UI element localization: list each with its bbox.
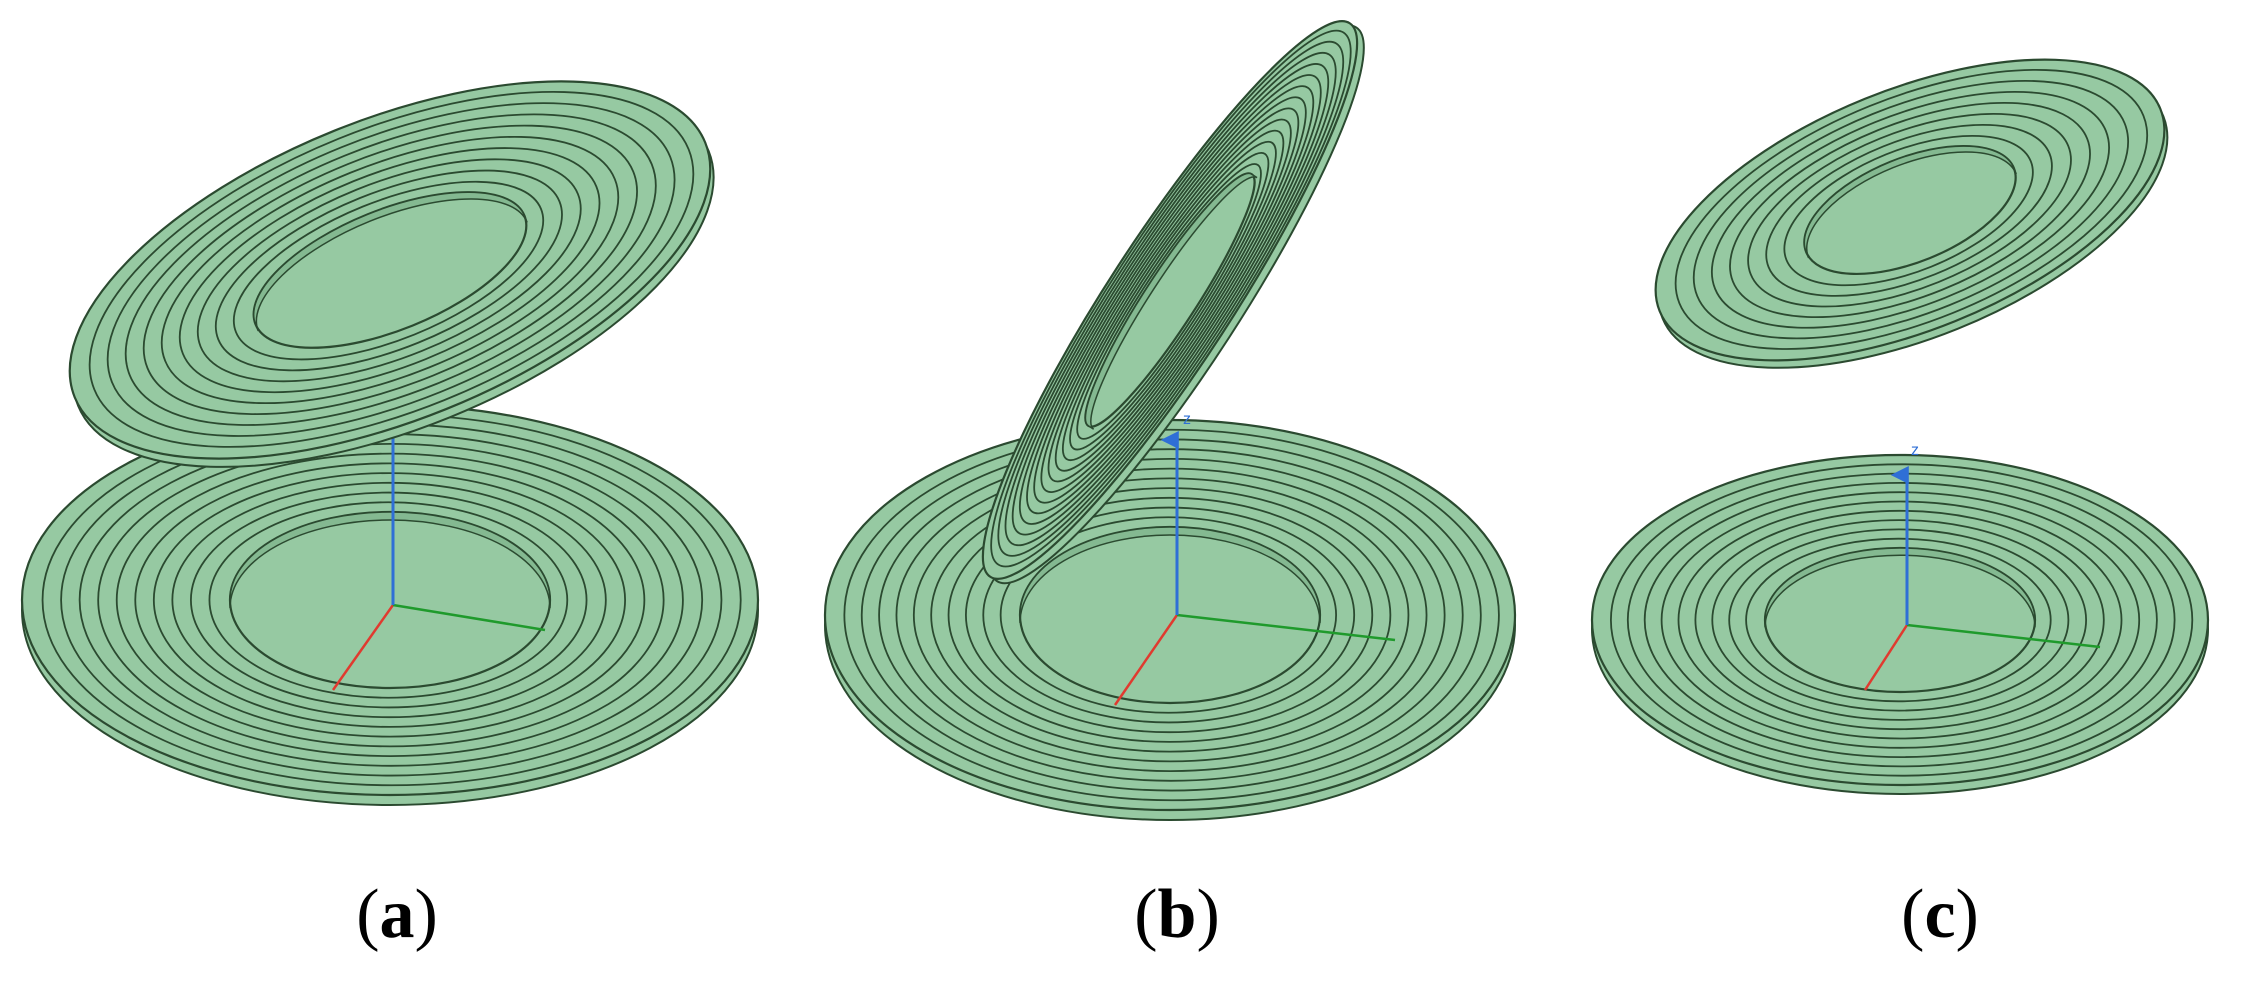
panel-c-receiver-coil-winding <box>1694 509 2105 731</box>
panel-a-transmitter-coil-winding <box>106 102 676 437</box>
panel-a-transmitter-coil-winding <box>214 169 563 372</box>
panel-b-transmitter-coil-winding <box>1033 96 1307 504</box>
caption-a-open: ( <box>356 876 380 953</box>
panel-a-transmitter-coil-winding <box>232 180 545 361</box>
panel-c-receiver-coil-winding <box>1711 519 2087 721</box>
panel-c-transmitter-coil-body <box>1654 58 2169 369</box>
panel-c-transmitter-coil-winding <box>1765 123 2053 297</box>
panel-b-receiver-coil-winding <box>895 458 1446 772</box>
panel-c-receiver-coil-hole-wall <box>1764 547 2036 628</box>
panel-a-transmitter-coil-body <box>68 80 715 468</box>
panel-a-transmitter-coil-winding <box>142 124 638 415</box>
panel-a-receiver-coil-winding <box>208 501 569 699</box>
panel-a-axes <box>331 416 546 691</box>
panel-b-transmitter-coil-winding <box>1069 151 1270 451</box>
panel-a-receiver-coil-winding <box>152 472 626 728</box>
panel-a-receiver-coil-hole-wall <box>229 511 551 609</box>
panel-c-transmitter-coil <box>1654 58 2169 369</box>
panel-a-transmitter-coil-winding <box>178 147 601 394</box>
panel-a-receiver-coil-winding <box>190 491 588 709</box>
panel-b-transmitter-coil-winding <box>1061 140 1277 462</box>
panel-b-receiver-coil-winding <box>930 477 1410 753</box>
panel-b-receiver-coil-body <box>823 418 1517 821</box>
caption-a-letter: a <box>379 876 415 953</box>
panel-a-receiver-coil-winding <box>115 452 665 748</box>
caption-a: (a) <box>297 880 497 950</box>
caption-b-close: ) <box>1196 876 1220 953</box>
panel-b-transmitter-coil-winding <box>990 29 1352 568</box>
panel-c: z <box>1590 58 2210 795</box>
panel-b-transmitter-coil-winding <box>1047 118 1292 483</box>
caption-a-close: ) <box>414 876 438 953</box>
panel-c-transmitter-coil-hole-wall <box>1803 145 2017 259</box>
panel-c-z-label: z <box>1911 442 1919 459</box>
caption-b-open: ( <box>1134 876 1158 953</box>
panel-a-receiver-coil-winding <box>171 481 607 719</box>
panel-a-transmitter-coil-hole-wall <box>253 191 528 332</box>
panel-c-transmitter-coil-winding <box>1692 79 2129 340</box>
panel-b-z-label: z <box>1183 411 1191 428</box>
panel-a-transmitter-coil-winding <box>124 113 657 426</box>
panel-c-receiver-coil-winding <box>1745 537 2052 703</box>
panel-a-receiver-coil-body <box>20 403 760 806</box>
panel-b-receiver-coil-winding <box>843 428 1500 802</box>
panel-b-receiver-coil-winding <box>999 516 1337 714</box>
panel-b-transmitter-coil-winding <box>1026 85 1315 515</box>
panel-c-x-axis <box>1863 624 1909 691</box>
panel-c-receiver-coil-winding <box>1609 463 2194 777</box>
caption-c-open: ( <box>1901 876 1925 953</box>
panel-a-transmitter-coil-winding <box>88 91 695 448</box>
panel-c-axes: z <box>1863 442 2101 691</box>
panel-a-transmitter-coil <box>68 80 715 468</box>
panel-b-receiver-coil-winding <box>947 487 1392 743</box>
caption-b: (b) <box>1077 880 1277 950</box>
panel-c-y-axis <box>1906 623 2101 649</box>
panel-b-axes: z <box>1113 411 1396 706</box>
panel-b-receiver-coil <box>823 418 1517 821</box>
panel-b-transmitter-coil-winding <box>1011 63 1330 536</box>
caption-c-close: ) <box>1955 876 1979 953</box>
panel-b-transmitter-coil-body <box>981 20 1365 585</box>
panel-b-transmitter-coil-winding <box>1018 74 1322 525</box>
panel-b: z <box>823 20 1517 821</box>
caption-c-letter: c <box>1924 876 1956 953</box>
panel-b-receiver-coil-winding <box>982 506 1356 724</box>
panel-b-x-axis <box>1113 614 1179 706</box>
panel-b-transmitter-coil-winding <box>1004 51 1337 547</box>
panel-c-receiver-coil-body <box>1590 453 2210 795</box>
panel-a-receiver-coil <box>20 403 760 806</box>
panel-b-transmitter-coil-winding <box>1076 163 1262 440</box>
panel-b-transmitter-coil-winding <box>1040 107 1300 493</box>
panel-a-transmitter-coil-winding <box>160 135 620 405</box>
caption-c: (c) <box>1840 880 2040 950</box>
panel-b-receiver-coil-winding <box>965 496 1374 734</box>
panel-a <box>20 80 760 806</box>
panel-c-receiver-coil-winding <box>1660 491 2141 749</box>
panel-b-transmitter-coil-winding <box>1054 129 1285 472</box>
panel-b-receiver-coil-hole-wall <box>1019 526 1321 624</box>
panel-a-y-axis <box>392 603 546 632</box>
panel-a-x-axis <box>331 604 395 691</box>
panel-c-transmitter-coil-winding <box>1710 90 2110 329</box>
panel-a-receiver-coil-winding <box>97 443 684 757</box>
panel-b-transmitter-coil-winding <box>997 40 1345 557</box>
panel-a-receiver-coil-winding <box>134 462 646 738</box>
panel-c-transmitter-coil-winding <box>1729 101 2091 319</box>
panel-b-receiver-coil-winding <box>912 467 1428 763</box>
panel-b-y-axis <box>1176 613 1396 642</box>
panel-b-transmitter-coil <box>981 20 1365 585</box>
panel-b-transmitter-coil-hole-wall <box>1084 172 1258 430</box>
panel-c-receiver-coil-winding <box>1677 500 2123 740</box>
panel-c-receiver-coil <box>1590 453 2210 795</box>
panel-c-transmitter-coil-winding <box>1747 112 2072 308</box>
caption-b-letter: b <box>1157 876 1197 953</box>
panel-a-transmitter-coil-winding <box>196 158 582 383</box>
panel-c-receiver-coil-winding <box>1728 528 2070 712</box>
panel-c-transmitter-coil-winding <box>1674 68 2149 350</box>
panel-c-transmitter-coil-winding <box>1783 134 2034 287</box>
panel-b-receiver-coil-winding <box>878 448 1464 782</box>
